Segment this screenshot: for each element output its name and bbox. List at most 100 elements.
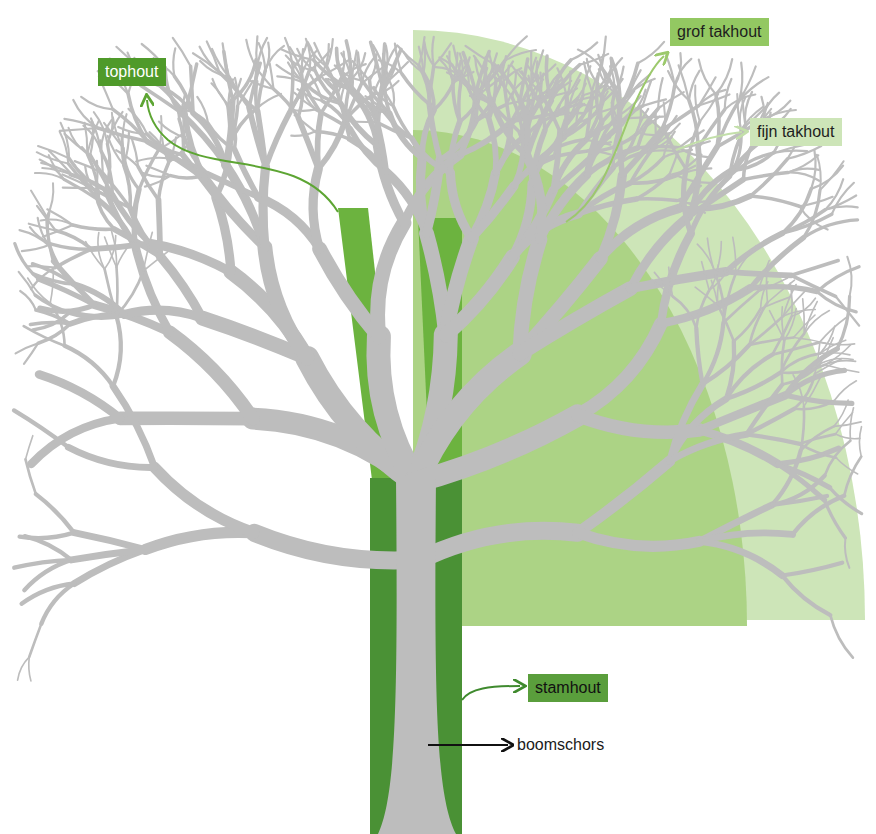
- tree-branch: [697, 244, 715, 275]
- tree-branch: [527, 101, 551, 157]
- tree-branch: [434, 82, 454, 110]
- tree-branch: [429, 66, 433, 105]
- tree-branch: [689, 179, 744, 216]
- tree-branch: [29, 624, 41, 657]
- tree-branch: [670, 399, 726, 461]
- tree-branch: [750, 238, 804, 289]
- tree-branch: [125, 310, 203, 318]
- tree-branch: [751, 196, 800, 206]
- tree-branch: [132, 139, 138, 167]
- tree-branch: [783, 285, 796, 317]
- tree-branch: [141, 85, 180, 111]
- tree-branch: [28, 278, 51, 303]
- tree-branch: [18, 657, 30, 680]
- tree-branch: [602, 37, 606, 68]
- tree-branch: [551, 65, 580, 101]
- tree-branch: [718, 306, 734, 342]
- leader-line: [566, 56, 664, 222]
- tree-branch: [150, 132, 169, 158]
- tree-branch: [61, 123, 70, 159]
- label-box: stamhout: [528, 674, 608, 702]
- tree-branch: [844, 457, 861, 496]
- tree-branch: [265, 247, 307, 358]
- tree-branch: [122, 136, 124, 165]
- tree-branch: [702, 262, 710, 291]
- tree-branch: [744, 173, 789, 180]
- tree-branch: [420, 531, 578, 560]
- tree-branch: [254, 533, 412, 561]
- tree-branch: [146, 166, 170, 176]
- tree-branch: [637, 199, 677, 201]
- tree-branch: [804, 220, 858, 238]
- tree-branch: [197, 97, 208, 124]
- tree-branch: [318, 120, 345, 168]
- tree-branch: [801, 426, 834, 450]
- tree-branch: [560, 95, 583, 131]
- tree-branch: [520, 59, 528, 100]
- tree-branch: [124, 165, 131, 208]
- tree-branch: [661, 288, 750, 323]
- tree-branch: [56, 231, 92, 250]
- tree-branch: [825, 361, 856, 365]
- tree-branch: [49, 151, 72, 175]
- tree-branch: [834, 400, 848, 426]
- tree-branch: [432, 37, 434, 66]
- tree-branch: [459, 83, 461, 122]
- tree-branch: [811, 150, 815, 189]
- tree-branch: [310, 75, 322, 101]
- tree-branch: [564, 98, 567, 138]
- tree-branch: [695, 86, 700, 122]
- part-label: stamhout: [535, 678, 601, 697]
- tree-branch: [804, 302, 817, 334]
- tree-branch: [29, 657, 31, 681]
- tree-branch: [358, 52, 362, 80]
- tree-branch: [793, 375, 804, 407]
- tree-branch: [540, 175, 587, 240]
- tree-branch: [26, 436, 33, 460]
- tree-branch: [14, 560, 71, 568]
- tree-branch: [220, 72, 250, 107]
- tree-branch: [700, 94, 719, 122]
- tree-branch: [173, 48, 175, 76]
- tree-branch: [105, 269, 117, 315]
- tree-branch: [782, 576, 830, 616]
- tree-branch: [673, 296, 697, 328]
- tree-branch: [150, 243, 231, 272]
- leader-line: [462, 686, 520, 700]
- tree-branch: [317, 113, 321, 169]
- tree-branch: [111, 231, 116, 268]
- tree-branch: [611, 59, 620, 108]
- tree-branch: [612, 93, 615, 130]
- tree-branch: [27, 266, 55, 268]
- tree-branch: [143, 246, 175, 271]
- tree-branch: [228, 79, 233, 108]
- tree-branch: [14, 410, 68, 447]
- tree-branch: [73, 225, 114, 229]
- tree-branch: [675, 59, 692, 86]
- tree-branch: [825, 441, 851, 476]
- tree-branch: [684, 169, 691, 233]
- tree-branch: [223, 43, 230, 77]
- tree-branch: [785, 395, 852, 403]
- tree-branch: [24, 326, 65, 346]
- tree-branch: [235, 149, 259, 197]
- tree-branch: [258, 111, 266, 167]
- tree-branch: [746, 409, 794, 435]
- tree-branch: [31, 418, 120, 464]
- tree-branch: [830, 615, 853, 658]
- tree-branch: [116, 267, 117, 315]
- tree-branch: [658, 78, 663, 109]
- tree-branch: [113, 316, 121, 387]
- tree-branch: [372, 88, 393, 107]
- tree-branch: [832, 183, 854, 214]
- tree-branch: [302, 49, 303, 79]
- tree-branch: [834, 381, 856, 401]
- label-box: grof takhout: [670, 18, 769, 46]
- tree-branch: [173, 38, 191, 66]
- tree-branch: [815, 344, 820, 374]
- tree-branch: [716, 242, 722, 275]
- tree-branch: [466, 46, 495, 65]
- tree-branch: [817, 267, 859, 292]
- tree-branch: [117, 239, 135, 267]
